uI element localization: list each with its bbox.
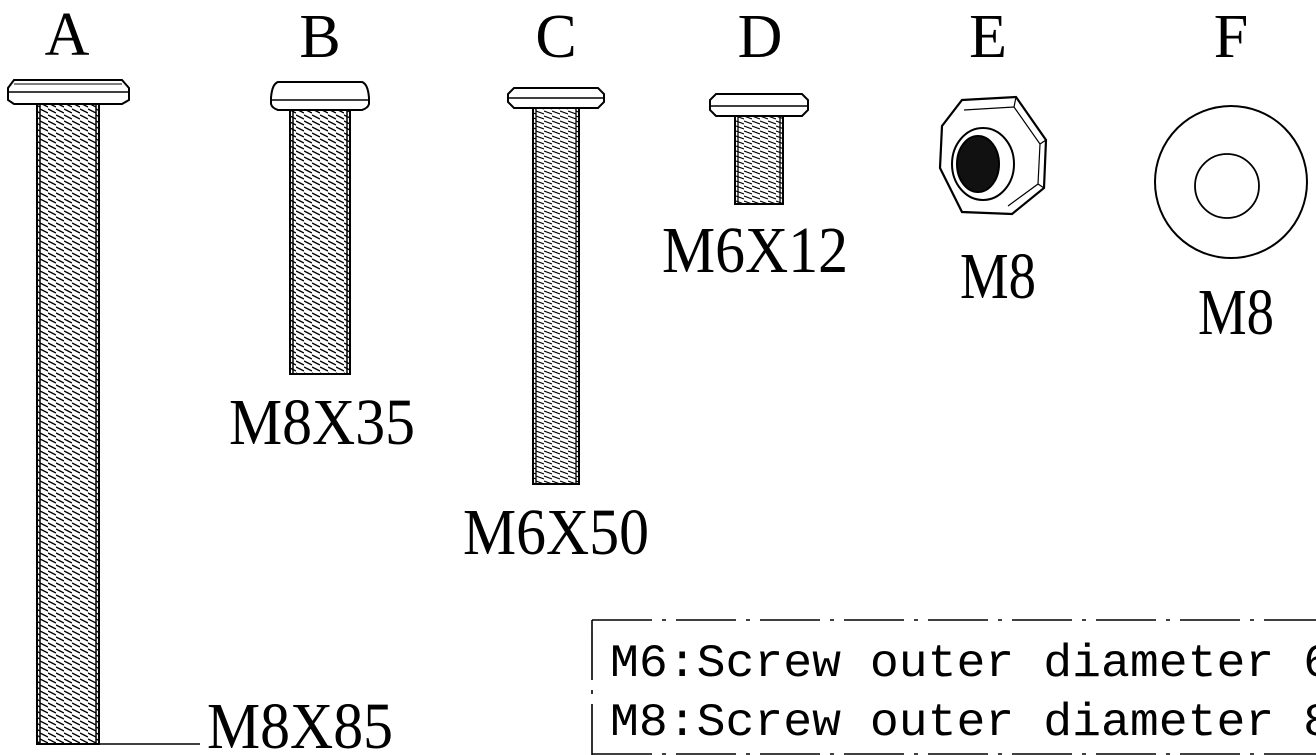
part-b-letter: B	[299, 3, 340, 71]
part-d-size: M6X12	[662, 214, 848, 287]
part-f: F M8	[1154, 3, 1308, 349]
legend-line-m8: M8:Screw outer diameter 8	[610, 697, 1316, 749]
part-a-letter: A	[45, 1, 90, 69]
part-c-size: M6X50	[463, 496, 649, 569]
part-f-size: M8	[1198, 276, 1274, 349]
part-c: C M6X50	[463, 3, 649, 569]
part-e-size: M8	[960, 240, 1036, 313]
part-e: E M8	[938, 3, 1048, 313]
part-c-letter: C	[535, 3, 576, 71]
bolt-b-icon	[270, 81, 370, 375]
bolt-d-icon	[709, 93, 809, 205]
part-b: B M8X35	[229, 3, 415, 459]
part-e-letter: E	[969, 3, 1007, 71]
part-d-letter: D	[738, 3, 783, 71]
washer-icon	[1154, 105, 1308, 259]
part-a: A M8X85	[7, 1, 393, 755]
part-d: D M6X12	[662, 3, 848, 287]
part-f-letter: F	[1214, 3, 1248, 71]
part-b-size: M8X35	[229, 386, 415, 459]
bolt-c-icon	[507, 87, 605, 485]
legend-box: M6:Screw outer diameter 6 M8:Screw outer…	[591, 619, 1316, 755]
part-a-size: M8X85	[207, 690, 393, 755]
legend-line-m6: M6:Screw outer diameter 6	[610, 638, 1316, 690]
bolt-a-icon	[7, 79, 200, 745]
hex-nut-icon	[938, 95, 1048, 216]
